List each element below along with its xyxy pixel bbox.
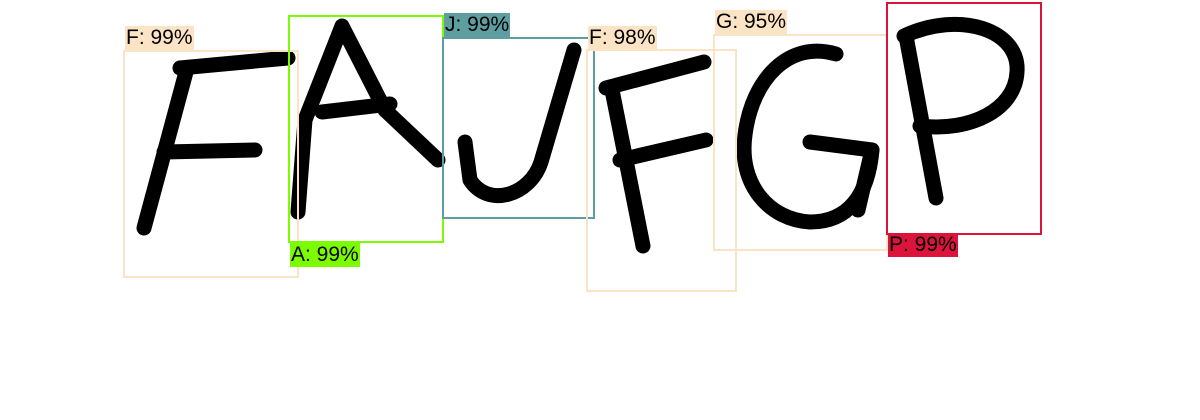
- detection-label-p: P: 99%: [888, 233, 958, 257]
- detection-box-f: F: 98%: [586, 26, 737, 292]
- captcha-glyph-p: [896, 16, 1025, 206]
- detection-label-g: G: 95%: [715, 10, 788, 34]
- captcha-glyph-f: [598, 54, 714, 254]
- detection-box-g: G: 95%: [713, 10, 888, 251]
- detection-box-j: J: 99%: [442, 13, 595, 219]
- detection-label-a: A: 99%: [290, 243, 360, 267]
- captcha-glyph-j: [457, 42, 582, 204]
- detection-box-f: F: 99%: [123, 26, 299, 278]
- captcha-glyph-f: [136, 50, 296, 236]
- captcha-glyph-a: [290, 18, 446, 220]
- detection-box-a: A: 99%: [288, 15, 444, 267]
- captcha-glyph-g: [736, 43, 880, 230]
- detection-label-f: F: 99%: [125, 26, 194, 50]
- detection-box-p: P: 99%: [886, 2, 1042, 257]
- detection-label-j: J: 99%: [444, 13, 511, 37]
- detection-label-f: F: 98%: [588, 26, 657, 50]
